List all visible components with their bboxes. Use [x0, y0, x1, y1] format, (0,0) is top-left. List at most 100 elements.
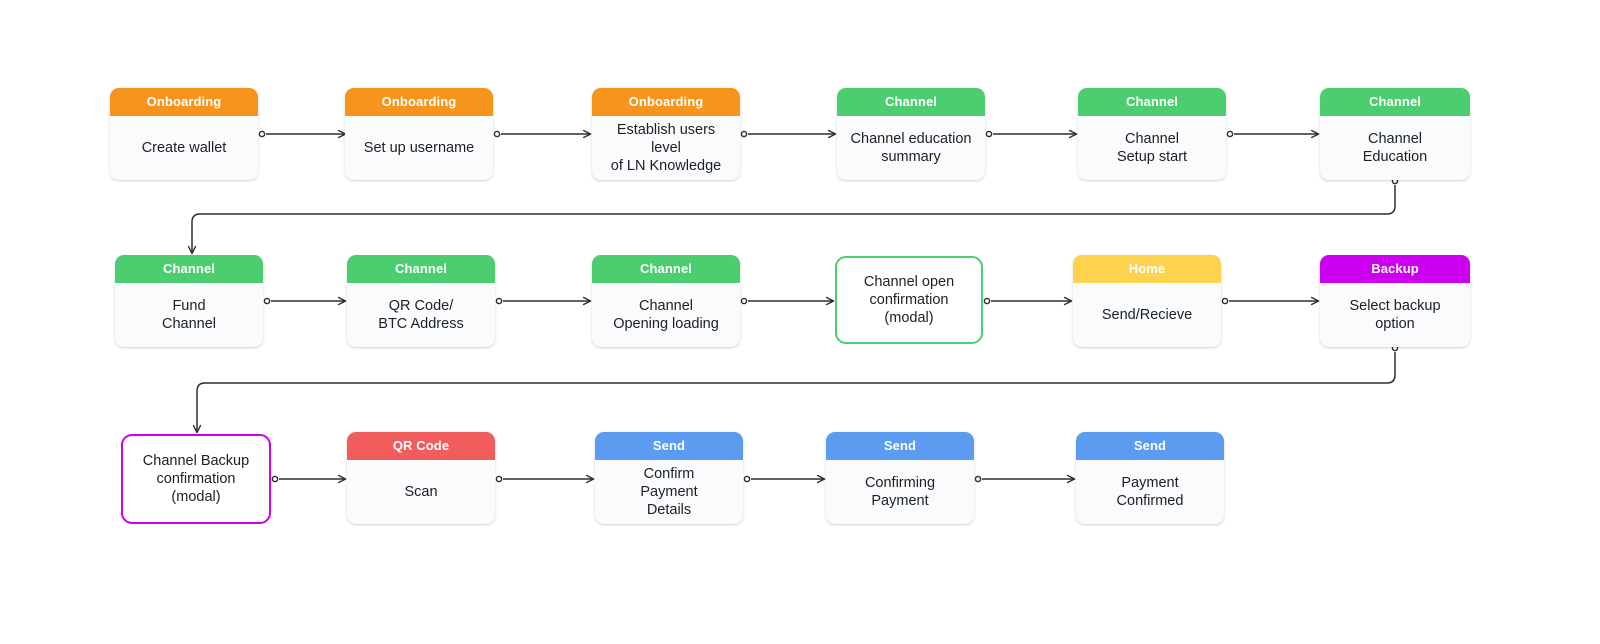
node-label-line: Send/Recieve	[1101, 307, 1193, 323]
node-label-line: confirmation	[869, 292, 949, 308]
node-label-line: (modal)	[884, 310, 934, 326]
node-label-line: Scan	[404, 484, 438, 500]
node-label-line: (modal)	[171, 489, 221, 505]
edge-source-dot	[493, 130, 501, 138]
node-label-channel-open-confirmation: Channel open confirmation (modal)	[864, 273, 954, 327]
node-header-qr-code-btc-address: Channel	[347, 255, 495, 283]
edge-source-dot	[495, 297, 503, 305]
node-label-line: Payment	[640, 484, 698, 500]
node-label-line: Establish users level	[616, 122, 716, 156]
node-header-establish-ln-knowledge: Onboarding	[592, 88, 740, 116]
edge-source-dot	[983, 297, 991, 305]
node-label-line: Channel	[1367, 131, 1422, 147]
node-label-line: BTC Address	[378, 316, 464, 332]
node-header-confirming-payment: Send	[826, 432, 974, 460]
node-label-line: Channel open	[863, 274, 955, 290]
node-label-line: of LN Knowledge	[610, 158, 722, 174]
edge-e3	[740, 129, 837, 139]
node-label-line: Set up username	[363, 140, 475, 156]
node-header-channel-opening-loading: Channel	[592, 255, 740, 283]
node-label-line: Details	[646, 502, 692, 518]
node-label-line: Confirmed	[1116, 493, 1184, 509]
node-label-set-up-username: Set up username	[364, 139, 474, 157]
node-label-line: Confirming	[864, 475, 936, 491]
node-qr-code-btc-address[interactable]: Channel QR Code/BTC Address	[347, 255, 495, 347]
node-channel-open-confirmation[interactable]: Channel open confirmation (modal)	[835, 256, 983, 344]
node-body-scan: Scan	[347, 460, 495, 524]
node-label-line: Create wallet	[141, 140, 227, 156]
node-body-channel-open-confirmation: Channel open confirmation (modal)	[837, 258, 981, 342]
node-label-line: Confirm	[643, 466, 695, 482]
node-header-set-up-username: Onboarding	[345, 88, 493, 116]
node-header-send-recieve: Home	[1073, 255, 1221, 283]
node-label-line: confirmation	[156, 471, 236, 487]
node-header-scan: QR Code	[347, 432, 495, 460]
node-header-create-wallet: Onboarding	[110, 88, 258, 116]
edge-source-dot	[495, 475, 503, 483]
edge-e10	[983, 296, 1073, 306]
edge-e7	[263, 296, 347, 306]
node-header-channel-education: Channel	[1320, 88, 1470, 116]
node-header-select-backup-option: Backup	[1320, 255, 1470, 283]
edge-source-dot	[974, 475, 982, 483]
edge-e8	[495, 296, 592, 306]
edge-path	[187, 185, 1396, 255]
edge-source-dot	[1221, 297, 1229, 305]
edge-e5	[1226, 129, 1320, 139]
edge-path	[192, 352, 1396, 434]
edge-source-dot	[1226, 130, 1234, 138]
node-header-fund-channel: Channel	[115, 255, 263, 283]
node-label-line: Select backup	[1349, 298, 1441, 314]
node-header-confirm-payment-details: Send	[595, 432, 743, 460]
edge-source-dot	[271, 475, 279, 483]
node-label-qr-code-btc-address: QR Code/BTC Address	[378, 297, 463, 333]
edge-source-dot	[743, 475, 751, 483]
node-label-line: Channel	[1124, 131, 1179, 147]
edge-e1	[258, 129, 347, 139]
node-label-line: Channel	[161, 316, 216, 332]
edge-e15	[743, 474, 826, 484]
node-label-line: Channel education	[850, 131, 972, 147]
edge-source-dot	[740, 297, 748, 305]
node-body-establish-ln-knowledge: Establish users level of LN Knowledge	[592, 116, 740, 180]
edge-e12	[192, 344, 1399, 434]
node-label-line: QR Code/	[388, 298, 454, 314]
node-body-set-up-username: Set up username	[345, 116, 493, 180]
node-label-line: Opening loading	[613, 316, 719, 332]
edge-e9	[740, 296, 835, 306]
edge-source-dot	[263, 297, 271, 305]
edge-e4	[985, 129, 1078, 139]
